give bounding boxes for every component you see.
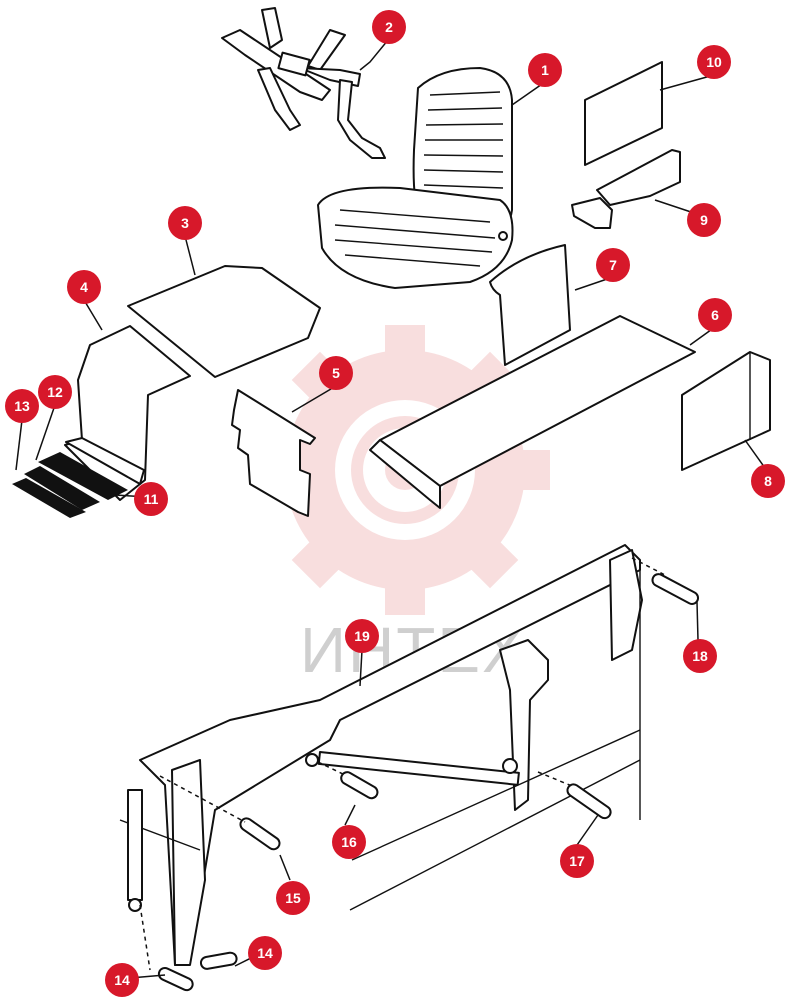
svg-text:18: 18 <box>692 648 708 664</box>
callout-18: 18 <box>683 639 717 673</box>
panel-7 <box>489 244 571 366</box>
pin-14 <box>139 904 238 992</box>
callout-5: 5 <box>319 356 353 390</box>
pin-17 <box>537 771 612 820</box>
pin-18 <box>631 557 700 605</box>
svg-text:15: 15 <box>285 890 301 906</box>
svg-text:8: 8 <box>764 473 772 489</box>
callout-7: 7 <box>596 248 630 282</box>
callout-15: 15 <box>276 881 310 915</box>
svg-text:19: 19 <box>354 628 370 644</box>
svg-text:10: 10 <box>706 54 722 70</box>
seat-part <box>317 67 514 289</box>
svg-text:14: 14 <box>257 945 273 961</box>
tray-6 <box>369 315 696 509</box>
callout-12: 12 <box>38 375 72 409</box>
svg-text:16: 16 <box>341 834 357 850</box>
tread-strips <box>12 452 128 518</box>
svg-text:1: 1 <box>541 62 549 78</box>
svg-text:6: 6 <box>711 307 719 323</box>
bracket-9 <box>571 149 681 229</box>
svg-text:9: 9 <box>700 212 708 228</box>
callout-14-right: 14 <box>248 936 282 970</box>
seat-belt-part <box>221 7 386 159</box>
hydraulic-cylinder <box>127 751 520 912</box>
callout-4: 4 <box>67 270 101 304</box>
floor-mat-3 <box>127 265 321 378</box>
floor-panel-4 <box>64 325 191 501</box>
pin-16 <box>317 761 379 800</box>
svg-text:14: 14 <box>114 972 130 988</box>
svg-text:5: 5 <box>332 365 340 381</box>
callout-9: 9 <box>687 203 721 237</box>
panel-10 <box>584 61 663 166</box>
svg-text:17: 17 <box>569 853 585 869</box>
callout-11: 11 <box>134 482 168 516</box>
callout-19: 19 <box>345 619 379 653</box>
pin-15 <box>159 775 281 851</box>
svg-text:11: 11 <box>144 491 159 507</box>
leader-lines <box>15 39 766 979</box>
callout-10: 10 <box>697 45 731 79</box>
svg-text:7: 7 <box>609 257 617 273</box>
callout-14-left: 14 <box>105 963 139 997</box>
panel-8 <box>681 351 771 471</box>
callout-13: 13 <box>5 389 39 423</box>
svg-text:13: 13 <box>14 398 30 414</box>
svg-text:2: 2 <box>385 19 393 35</box>
callout-6: 6 <box>698 298 732 332</box>
loader-frame <box>119 544 643 966</box>
callout-2: 2 <box>372 10 406 44</box>
callout-17: 17 <box>560 844 594 878</box>
plate-5 <box>231 389 316 517</box>
callout-3: 3 <box>168 206 202 240</box>
svg-text:4: 4 <box>80 279 88 295</box>
svg-text:12: 12 <box>47 384 63 400</box>
callout-8: 8 <box>751 464 785 498</box>
callout-1: 1 <box>528 53 562 87</box>
callout-16: 16 <box>332 825 366 859</box>
svg-text:3: 3 <box>181 215 189 231</box>
